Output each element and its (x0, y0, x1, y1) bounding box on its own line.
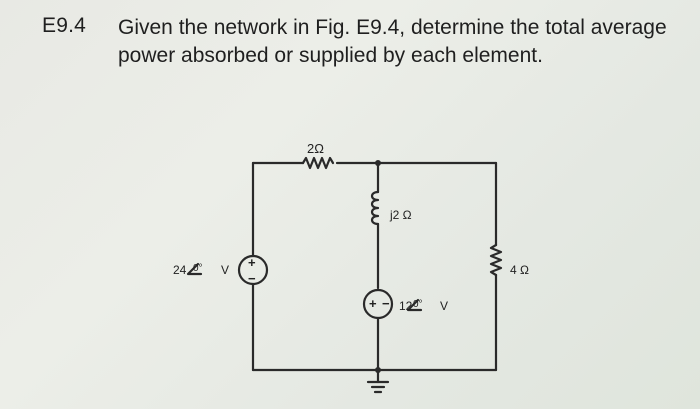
angle-symbol-left (186, 262, 203, 276)
node-top-middle (375, 160, 381, 166)
problem-statement: Given the network in Fig. E9.4, determin… (118, 16, 667, 67)
resistor-right (489, 243, 503, 277)
resistor-top (301, 156, 335, 170)
source-middle-plus: + (369, 296, 377, 311)
inductor-label: j2 Ω (389, 208, 412, 222)
source-middle-minus: − (382, 296, 390, 311)
source-left-angle: 0° (193, 263, 203, 274)
angle-symbol-middle (406, 298, 423, 312)
source-left-plus: + (248, 255, 256, 270)
source-middle-magnitude: 12 (399, 299, 413, 313)
voltage-source-left (237, 254, 269, 286)
source-left-minus: − (248, 271, 256, 286)
resistor-right-label: 4 Ω (510, 263, 529, 277)
problem-number: E9.4 (42, 14, 86, 37)
resistor-top-label: 2Ω (307, 141, 324, 156)
inductor-middle (370, 190, 380, 226)
ground-symbol (366, 380, 390, 394)
source-left-unit: V (221, 263, 229, 277)
source-left-magnitude: 24 (173, 263, 187, 277)
source-middle-angle: 0° (413, 299, 423, 310)
source-middle-unit: V (440, 299, 448, 313)
node-bottom-middle (375, 367, 381, 373)
